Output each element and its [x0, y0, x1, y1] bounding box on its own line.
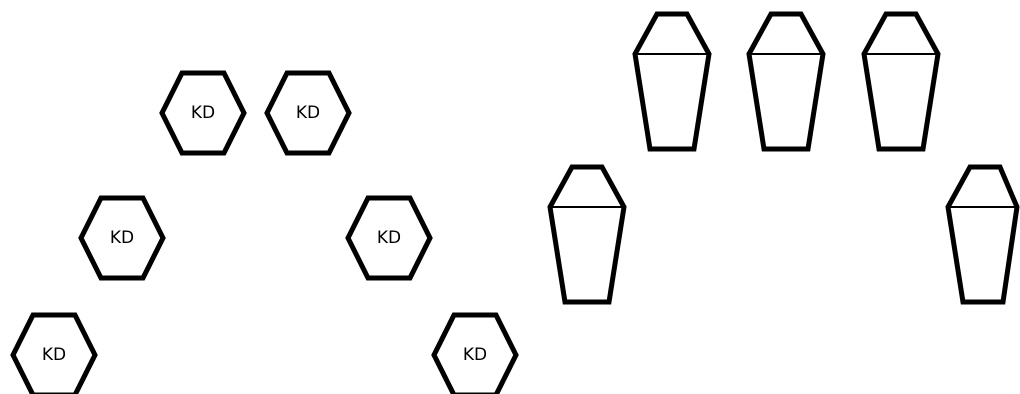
hexagon-icon: [345, 195, 433, 281]
coffin-shape: [945, 164, 1020, 305]
hexagon-icon: [431, 312, 519, 394]
hexagon-icon: [78, 195, 166, 281]
hexagon-marker: KD: [345, 195, 433, 281]
hexagon-label: KD: [296, 103, 320, 123]
hexagon-label: KD: [191, 103, 215, 123]
coffin-icon: [547, 164, 627, 305]
hexagon-icon: [159, 70, 247, 156]
hexagon-marker: KD: [431, 312, 519, 394]
coffin-shape: [632, 11, 712, 152]
coffin-icon: [746, 11, 826, 152]
coffin-shape: [861, 11, 941, 152]
hexagon-label: KD: [463, 345, 487, 365]
hexagon-marker: KD: [159, 70, 247, 156]
hexagon-label: KD: [110, 228, 134, 248]
coffin-icon: [945, 164, 1020, 305]
coffin-shape: [547, 164, 627, 305]
hexagon-label: KD: [377, 228, 401, 248]
coffin-shape: [746, 11, 826, 152]
hexagon-icon: [10, 312, 98, 394]
coffin-icon: [861, 11, 941, 152]
hexagon-marker: KD: [78, 195, 166, 281]
hexagon-marker: KD: [10, 312, 98, 394]
coffin-icon: [632, 11, 712, 152]
hexagon-label: KD: [42, 345, 66, 365]
hexagon-icon: [264, 70, 352, 156]
hexagon-marker: KD: [264, 70, 352, 156]
